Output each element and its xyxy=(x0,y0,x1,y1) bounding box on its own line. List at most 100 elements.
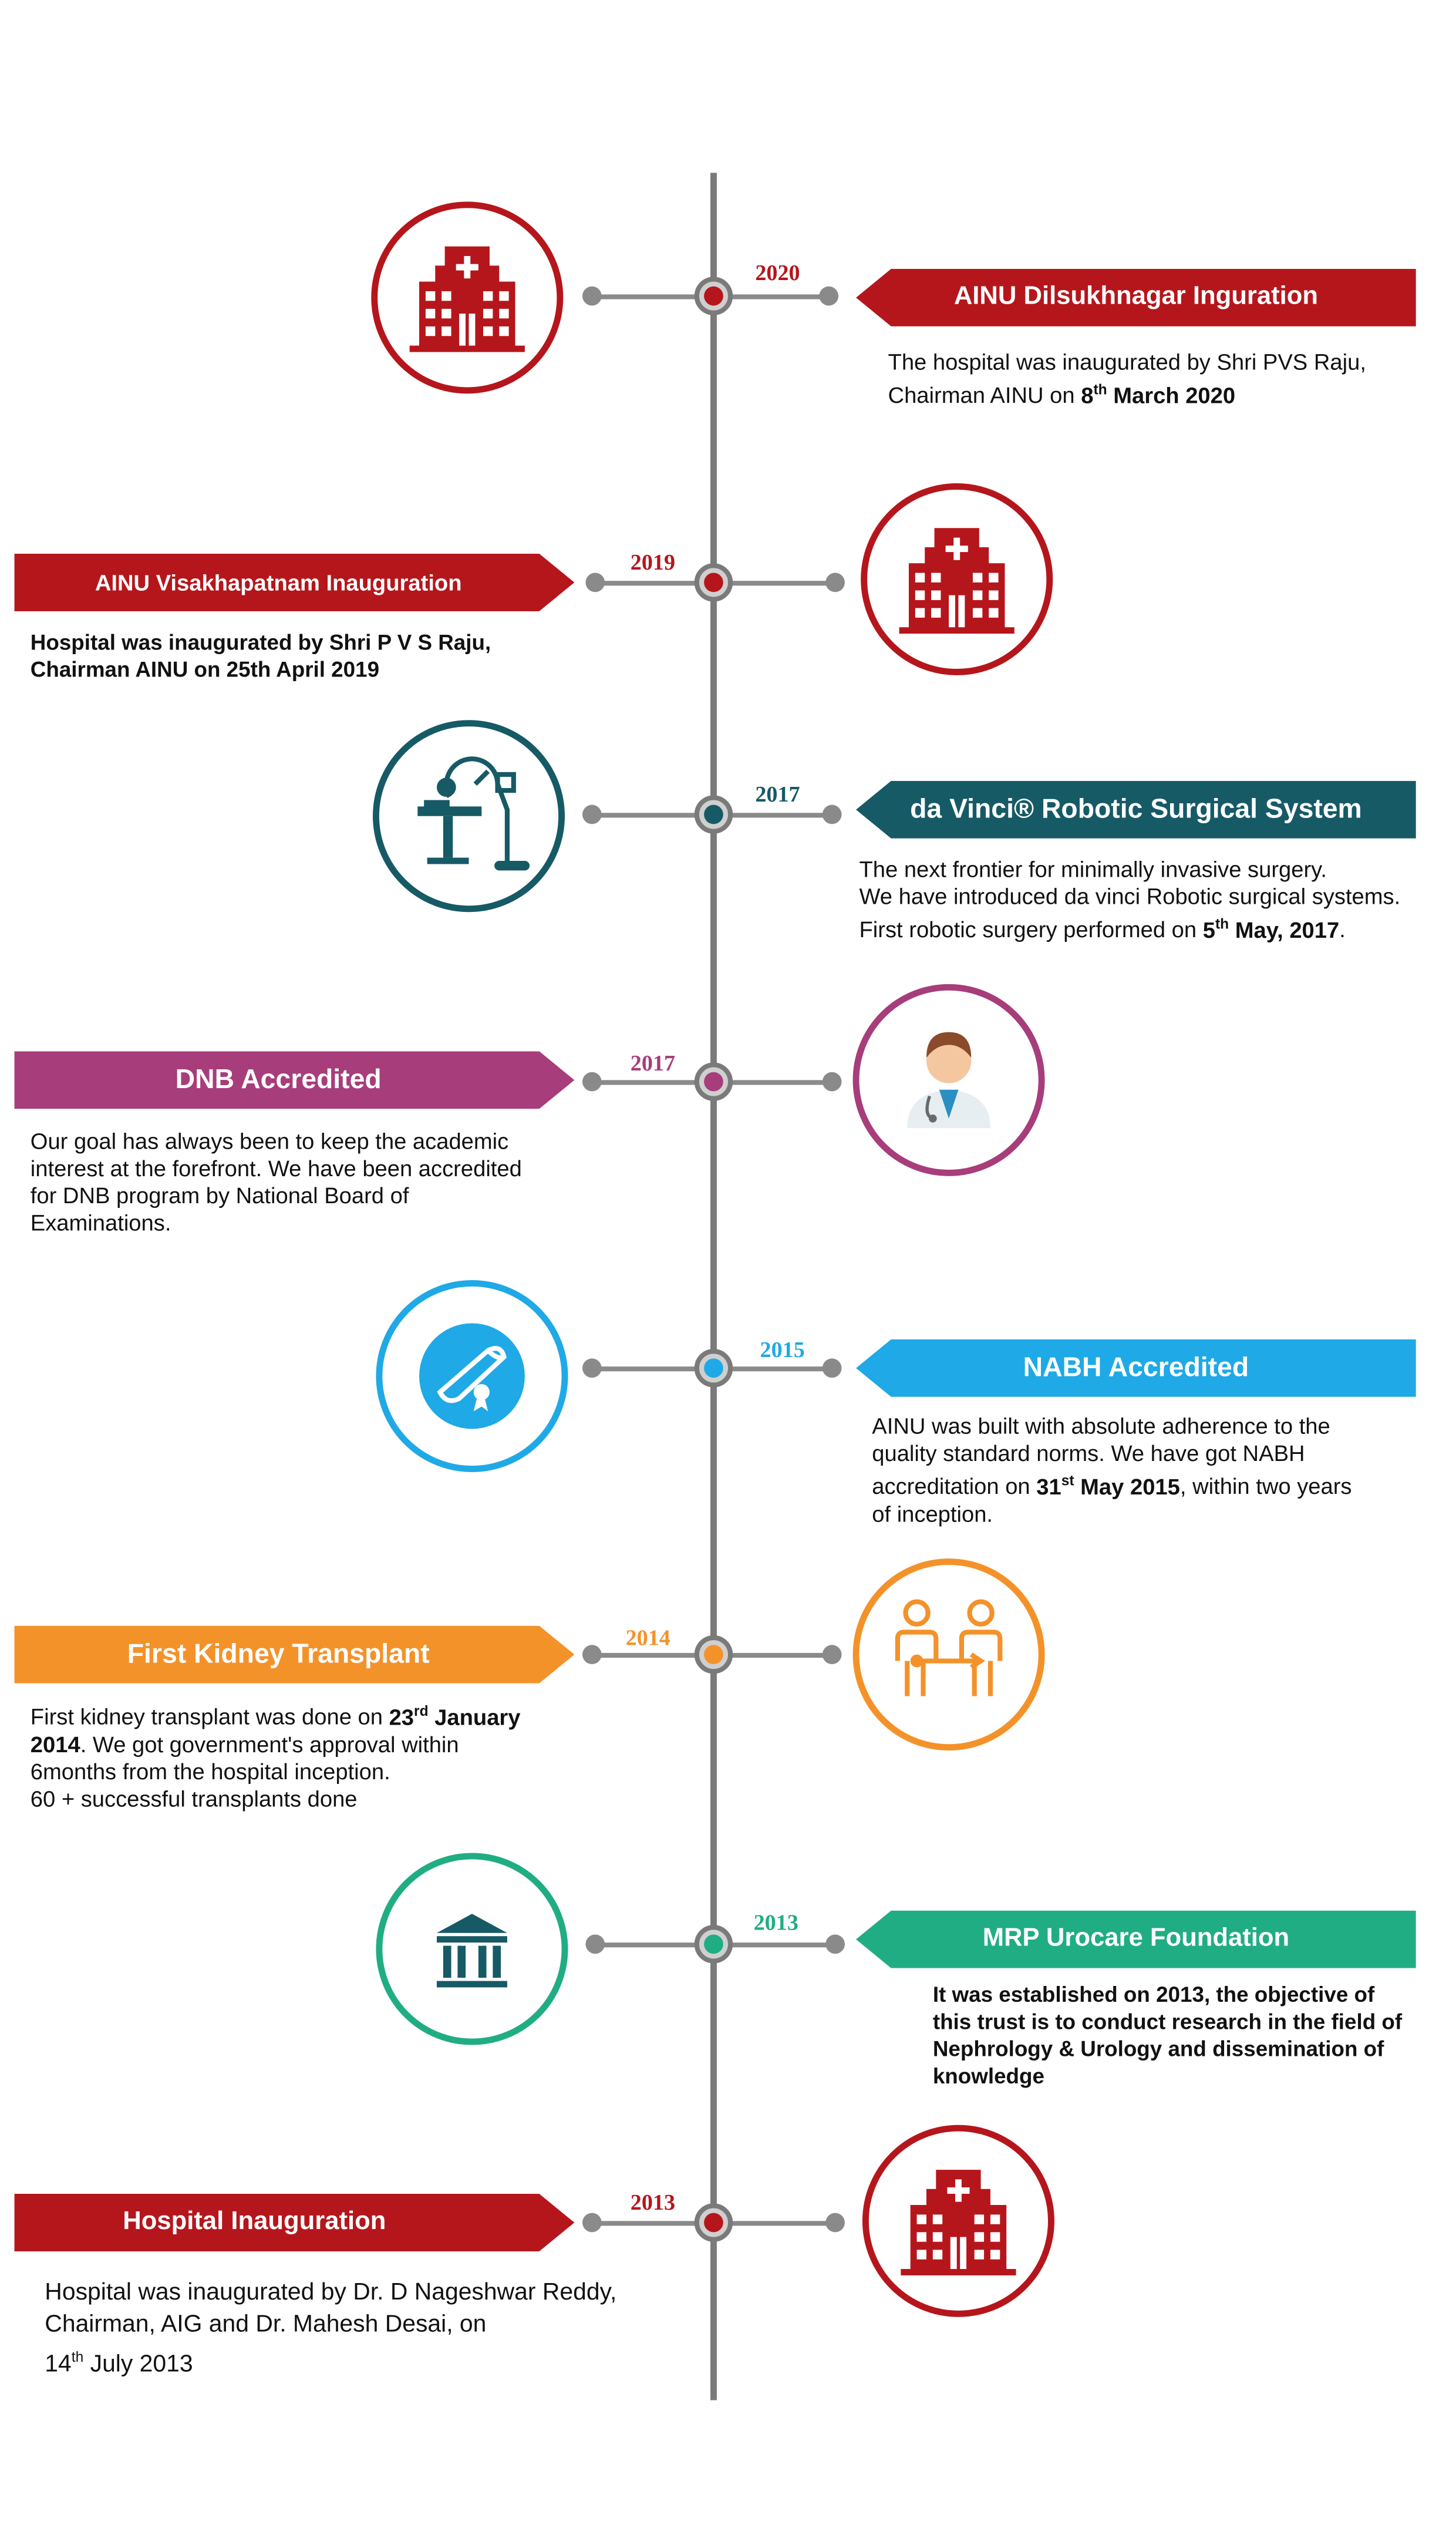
event-banner: NABH Accredited xyxy=(856,1339,1416,1397)
desc-line: quality standard norms. We have got NABH xyxy=(872,1440,1305,1466)
desc-line: Hospital was inaugurated by Dr. D Nagesh… xyxy=(45,2278,617,2306)
event-banner: da Vinci® Robotic Surgical System xyxy=(856,780,1416,839)
desc-line: knowledge xyxy=(932,2064,1044,2089)
event-banner: Hospital Inauguration xyxy=(15,2194,575,2251)
event-title: AINU Dilsukhnagar Inguration xyxy=(953,283,1319,311)
connector-dot xyxy=(582,1358,602,1378)
event-icon-circle xyxy=(862,2125,1054,2317)
hospital-icon xyxy=(409,246,525,352)
event-description: The next frontier for minimally invasive… xyxy=(859,856,1400,944)
timeline-node xyxy=(694,563,733,602)
event-title: MRP Urocare Foundation xyxy=(982,1925,1290,1952)
desc-line: It was established on 2013, the objectiv… xyxy=(932,1982,1375,2007)
event-icon-circle xyxy=(372,720,565,913)
timeline-node xyxy=(694,1349,733,1388)
connector-dot xyxy=(825,573,845,592)
event-description: First kidney transplant was done on 23rd… xyxy=(31,1698,521,1812)
timeline-node xyxy=(694,277,733,315)
desc-line: First robotic surgery performed on 5th M… xyxy=(859,915,1346,942)
connector-dot xyxy=(585,573,605,592)
desc-line: of inception. xyxy=(872,1500,993,1526)
doctor-icon xyxy=(907,1032,990,1129)
institution-icon xyxy=(436,1914,507,1988)
event-icon-circle xyxy=(852,1558,1045,1751)
event-icon-circle xyxy=(371,201,564,394)
event-description: It was established on 2013, the objectiv… xyxy=(933,1981,1402,2090)
event-icon-circle xyxy=(376,1280,568,1472)
event-banner: DNB Accredited xyxy=(15,1051,575,1109)
event-title: AINU Visakhapatnam Inauguration xyxy=(95,570,462,595)
connector-dot xyxy=(582,2213,602,2233)
event-year: 2013 xyxy=(753,1912,798,1937)
desc-line: The next frontier for minimally invasive… xyxy=(859,856,1327,882)
desc-line: Chairman AINU on 25th April 2019 xyxy=(30,657,380,682)
connector-dot xyxy=(582,1072,602,1092)
event-title: First Kidney Transplant xyxy=(127,1638,430,1669)
event-title: da Vinci® Robotic Surgical System xyxy=(910,793,1362,824)
connector-dot xyxy=(582,1645,602,1664)
event-banner: AINU Dilsukhnagar Inguration xyxy=(856,268,1416,326)
event-title: NABH Accredited xyxy=(1023,1352,1249,1383)
desc-line: AINU was built with absolute adherence t… xyxy=(872,1413,1330,1439)
desc-line: We have introduced da vinci Robotic surg… xyxy=(859,883,1401,909)
desc-line: Nephrology & Urology and dissemination o… xyxy=(932,2036,1384,2061)
certificate-icon xyxy=(419,1323,525,1429)
timeline-node xyxy=(694,795,733,834)
event-year: 2017 xyxy=(630,1053,676,1077)
timeline-axis xyxy=(710,173,717,2401)
desc-line: 60 + successful transplants done xyxy=(30,1785,358,1811)
hospital-icon xyxy=(899,528,1015,634)
desc-line: Chairman AINU on 8th March 2020 xyxy=(888,381,1236,408)
desc-line: First kidney transplant was done on 23rd… xyxy=(30,1702,521,1729)
desc-line: Examinations. xyxy=(30,1210,171,1235)
desc-line: 14th July 2013 xyxy=(45,2349,193,2378)
connector-dot xyxy=(822,804,842,824)
desc-line: this trust is to conduct research in the… xyxy=(932,2009,1403,2034)
desc-line: interest at the forefront. We have been … xyxy=(30,1155,522,1181)
desc-line: 6months from the hospital inception. xyxy=(30,1758,390,1784)
event-description: Our goal has always been to keep the aca… xyxy=(31,1128,522,1237)
connector-dot xyxy=(582,804,602,824)
event-year: 2017 xyxy=(755,784,800,809)
connector-dot xyxy=(582,286,602,306)
desc-line: for DNB program by National Board of xyxy=(30,1182,409,1208)
event-year: 2019 xyxy=(630,552,676,576)
timeline-node xyxy=(694,1635,733,1674)
desc-line: Chairman, AIG and Dr. Mahesh Desai, on xyxy=(45,2310,487,2338)
event-icon-circle xyxy=(852,984,1045,1176)
event-banner: AINU Visakhapatnam Inauguration xyxy=(15,554,575,611)
desc-line: 2014. We got government's approval withi… xyxy=(30,1731,459,1757)
event-banner: First Kidney Transplant xyxy=(15,1626,575,1684)
connector-dot xyxy=(825,2213,845,2233)
connector-dot xyxy=(822,1645,842,1664)
event-year: 2015 xyxy=(760,1339,805,1364)
event-year: 2013 xyxy=(630,2192,676,2217)
transplant-icon xyxy=(895,1599,1003,1696)
event-description: Hospital was inaugurated by Dr. D Nagesh… xyxy=(45,2277,616,2381)
event-year: 2020 xyxy=(755,262,800,287)
event-year: 2014 xyxy=(625,1627,670,1652)
connector-dot xyxy=(822,1358,842,1378)
robotic-surgery-icon xyxy=(417,756,530,871)
event-description: The hospital was inaugurated by Shri PVS… xyxy=(888,349,1366,409)
timeline-node xyxy=(694,1925,733,1964)
hospital-icon xyxy=(901,2170,1016,2275)
timeline-node xyxy=(694,1062,733,1101)
connector-dot xyxy=(822,1072,842,1092)
connector-dot xyxy=(585,1934,605,1954)
connector-dot xyxy=(825,1934,845,1954)
event-banner: MRP Urocare Foundation xyxy=(856,1910,1416,1968)
desc-line: Hospital was inaugurated by Shri P V S R… xyxy=(30,630,491,655)
connector-dot xyxy=(819,286,839,306)
event-description: Hospital was inaugurated by Shri P V S R… xyxy=(31,629,491,684)
event-title: DNB Accredited xyxy=(175,1064,382,1095)
event-icon-circle xyxy=(376,1853,568,2045)
desc-line: accreditation on 31st May 2015, within t… xyxy=(872,1472,1352,1499)
desc-line: The hospital was inaugurated by Shri PVS… xyxy=(888,349,1366,375)
timeline-node xyxy=(694,2203,733,2242)
event-description: AINU was built with absolute adherence t… xyxy=(872,1413,1351,1527)
event-icon-circle xyxy=(861,483,1053,675)
event-title: Hospital Inauguration xyxy=(123,2208,386,2236)
desc-line: Our goal has always been to keep the aca… xyxy=(30,1128,509,1154)
